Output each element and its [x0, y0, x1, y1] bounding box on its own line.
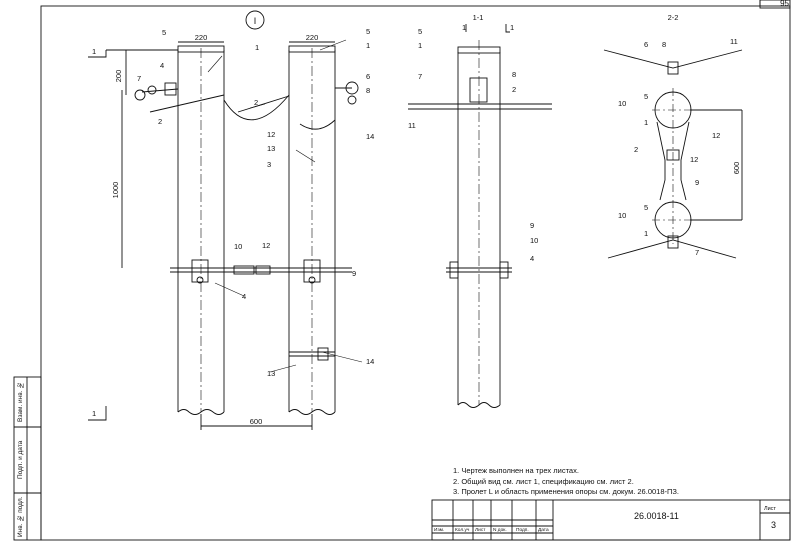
- crossarm-left: [134, 82, 225, 113]
- callout-10: 10: [234, 242, 242, 251]
- callout-2-mid: 2: [254, 98, 258, 107]
- sheet-label: Лист: [764, 506, 776, 512]
- sheet-number: 3: [771, 520, 776, 530]
- wire-sag: [223, 94, 290, 121]
- clamp-band: [170, 259, 352, 284]
- side-stamp: [13, 376, 42, 541]
- s2-callout-2: 2: [634, 145, 638, 154]
- s1-callout-1: 1: [418, 41, 422, 50]
- tb-col-4: N док.: [493, 527, 507, 533]
- s2-callout-9: 9: [695, 178, 699, 187]
- s2-callout-12: 12: [712, 131, 720, 140]
- stamp-inventory-number: Инв. № подл.: [17, 496, 24, 537]
- callout-14: 14: [366, 132, 374, 141]
- callout-12-lower: 12: [262, 241, 270, 250]
- s1-callout-11: 11: [408, 121, 416, 130]
- corner-box: [759, 0, 791, 9]
- callout-14-lower: 14: [366, 357, 374, 366]
- view-circle-label: I: [254, 16, 257, 26]
- s2-callout-11: 11: [730, 37, 738, 46]
- stamp-signature-date: Подп. и дата: [17, 440, 24, 480]
- s2-callout-8: 8: [662, 40, 666, 49]
- callout-8: 8: [366, 86, 370, 95]
- cut-mark-bottom: [88, 406, 107, 421]
- note-1: 1. Чертеж выполнен на трех листах.: [453, 466, 579, 475]
- tb-col-6: Дата: [538, 527, 549, 533]
- tb-col-5: Подп.: [516, 527, 529, 533]
- callout-13-lower: 13: [267, 369, 275, 378]
- callout-12: 12: [267, 130, 275, 139]
- s2-callout-5-lower: 5: [644, 203, 648, 212]
- dim-220-right-label: 220: [306, 33, 319, 42]
- cut-label-bottom: 1: [92, 409, 96, 418]
- callout-7: 7: [137, 74, 141, 83]
- s2-callout-12-lower: 12: [690, 155, 698, 164]
- callout-1-left: 1: [255, 43, 259, 52]
- s1-callout-4: 4: [530, 254, 534, 263]
- drawing-notes: 1. Чертеж выполнен на трех листах. 2. Об…: [453, 466, 679, 498]
- section-1-1-pole: [408, 40, 552, 408]
- leaders: [207, 39, 363, 373]
- tb-col-2: Кол.уч: [455, 527, 470, 533]
- s2-callout-1: 1: [644, 118, 648, 127]
- callout-5-left: 5: [162, 28, 166, 37]
- callout-2-left: 2: [158, 117, 162, 126]
- s2-callout-5: 5: [644, 92, 648, 101]
- s2-callout-7: 7: [695, 248, 699, 257]
- cut-label-s1-left: 1: [462, 23, 466, 32]
- cut-label-s1-right: 1: [510, 23, 514, 32]
- s1-callout-8: 8: [512, 70, 516, 79]
- corner-number: 95: [780, 0, 789, 8]
- s2-callout-6: 6: [644, 40, 648, 49]
- callout-6: 6: [366, 72, 370, 81]
- s2-callout-1-lower: 1: [644, 229, 648, 238]
- dim-220-left-label: 220: [195, 33, 208, 42]
- dim-200-label: 200: [114, 70, 123, 83]
- s1-callout-2: 2: [512, 85, 516, 94]
- section-1-mark-right: [505, 24, 510, 33]
- callout-4-lower: 4: [242, 292, 246, 301]
- callout-3: 3: [267, 160, 271, 169]
- s1-callout-9: 9: [530, 221, 534, 230]
- note-2: 2. Общий вид см. лист 1, спецификацию см…: [453, 476, 634, 486]
- dim-1000-label: 1000: [111, 182, 120, 199]
- s1-callout-7: 7: [418, 72, 422, 81]
- s2-callout-10-lower: 10: [618, 211, 626, 220]
- pole-left: [177, 45, 225, 415]
- callout-13: 13: [267, 144, 275, 153]
- s1-callout-5: 5: [418, 27, 422, 36]
- document-code: 26.0018-11: [634, 511, 679, 521]
- section-1-title: 1-1: [473, 13, 484, 22]
- cut-mark-top: [88, 50, 107, 58]
- clamp-band-lower: [289, 347, 335, 361]
- wire-sag-right: [299, 119, 336, 130]
- dim-600-label: 600: [250, 417, 263, 426]
- stamp-replacement-number: Взам. инв. №: [17, 381, 24, 423]
- callout-4: 4: [160, 61, 164, 70]
- section-2-title: 2-2: [668, 13, 679, 22]
- callout-9: 9: [352, 269, 356, 278]
- section-2-2-plan: [603, 49, 743, 259]
- callout-5-right: 5: [366, 27, 370, 36]
- title-block: [431, 499, 791, 541]
- s1-callout-10: 10: [530, 236, 538, 245]
- callout-1-right: 1: [366, 41, 370, 50]
- sheet-frame: [40, 5, 791, 541]
- tb-col-1: Изм.: [434, 527, 444, 533]
- crossarm-right: [237, 81, 359, 113]
- tb-col-3: Лист: [475, 527, 486, 533]
- note-3: 3. Пролет L и область применения опоры с…: [453, 487, 680, 496]
- s2-callout-10: 10: [618, 99, 626, 108]
- dim-600-ring-label: 600: [732, 162, 741, 175]
- cut-label-top: 1: [92, 47, 96, 56]
